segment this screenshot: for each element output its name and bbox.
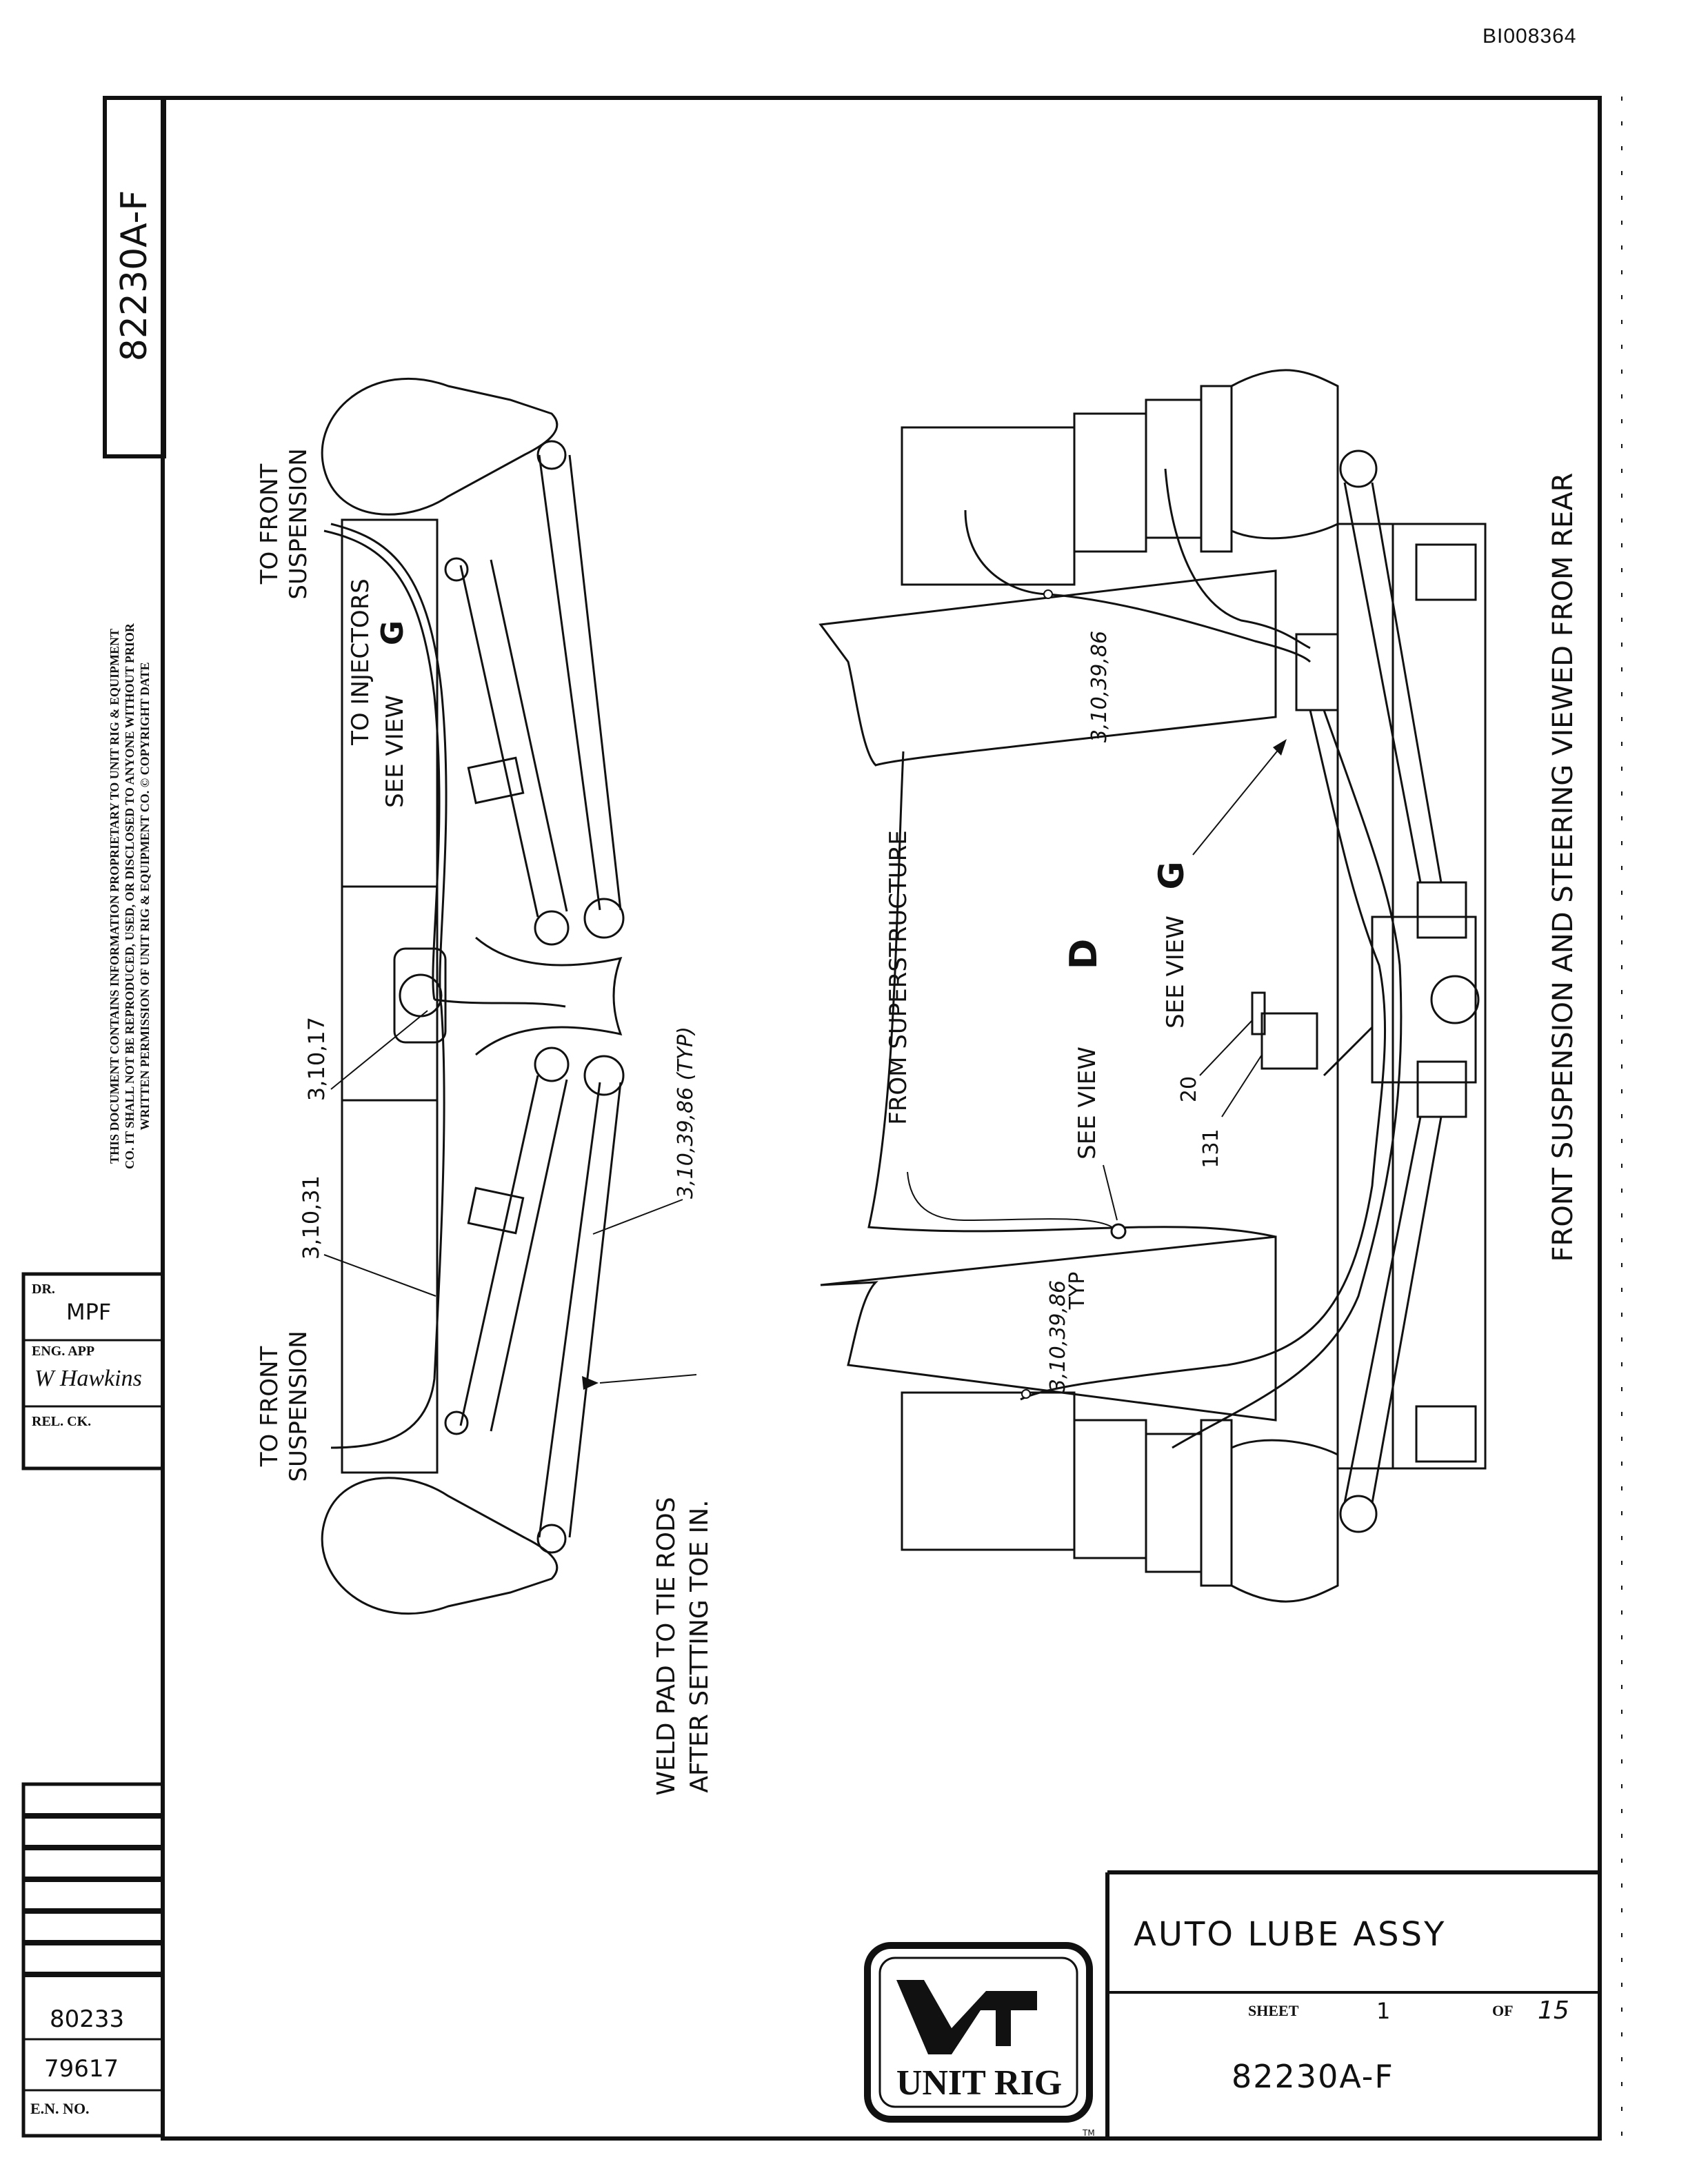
- notice-line-3: WRITTEN PERMISSION OF UNIT RIG & EQUIPME…: [138, 662, 152, 1130]
- top-view-drawing: [321, 377, 625, 1615]
- leader-see-view-d: [1103, 1164, 1118, 1221]
- revision-block: 80233 79617 E.N. NO.: [21, 1782, 165, 2138]
- callout-3-10-31: 3,10,31: [298, 1175, 324, 1260]
- drawing-number: 82230A-F: [1232, 2058, 1394, 2095]
- callout-3-10-17: 3,10,17: [303, 1017, 330, 1101]
- rear-view-labels: 3,10,39,86 FROM SUPERSTRUCTURE SEE VIEW …: [885, 473, 1579, 1399]
- leader-3-10-31: [323, 1254, 436, 1297]
- rear-view-drawing: [818, 369, 1487, 1603]
- rotated-number-box: 82230A-F: [103, 96, 166, 458]
- notice-line-1: THIS DOCUMENT CONTAINS INFORMATION PROPR…: [108, 629, 121, 1164]
- top-view-labels: TO FRONT SUSPENSION TO INJECTORS SEE VIE…: [256, 448, 714, 1795]
- callout-rear-bottom-1: 3,10,39,86: [1046, 1280, 1070, 1392]
- label-to-front-suspension-top-1: TO FRONT: [256, 464, 283, 585]
- revision-en-2: 79617: [44, 2055, 119, 2083]
- label-see-view-d: SEE VIEW: [1074, 1046, 1101, 1160]
- rotated-drawing-number: 82230A-F: [114, 190, 155, 362]
- revision-en-1: 80233: [50, 2005, 124, 2033]
- logo-text: UNIT RIG: [896, 2063, 1062, 2103]
- weld-note-line-1: WELD PAD TO TIE RODS: [652, 1497, 681, 1795]
- leader-from-superstructure: [907, 1171, 1118, 1232]
- label-to-front-suspension-bottom-2: SUSPENSION: [285, 1331, 312, 1482]
- arrowhead-view-g: [1273, 739, 1287, 756]
- weld-note-line-2: AFTER SETTING TOE IN.: [685, 1499, 714, 1792]
- proprietary-notice: THIS DOCUMENT CONTAINS INFORMATION PROPR…: [108, 623, 152, 1169]
- label-see-view-g-top: SEE VIEW: [381, 695, 409, 808]
- sheet-label: SHEET: [1248, 2002, 1299, 2019]
- sheet-border: [161, 96, 1602, 2141]
- leader-typ: [592, 1199, 683, 1235]
- notice-line-2: CO. IT SHALL NOT BE REPRODUCED, USED, OR…: [123, 623, 137, 1169]
- logo-mark: [896, 1980, 1037, 2054]
- callout-rear-top: 3,10,39,86: [1087, 631, 1112, 742]
- label-view-letter-g-top: G: [375, 620, 410, 645]
- label-see-view-g: SEE VIEW: [1162, 916, 1189, 1029]
- label-to-front-suspension-top-2: SUSPENSION: [285, 448, 312, 599]
- label-from-superstructure: FROM SUPERSTRUCTURE: [885, 830, 912, 1125]
- leader-20: [1199, 1020, 1253, 1076]
- fitting-marker-top: [1043, 589, 1053, 599]
- callout-131: 131: [1199, 1129, 1223, 1168]
- of-label: OF: [1492, 2002, 1514, 2019]
- label-view-letter-d: D: [1062, 939, 1105, 970]
- title-block: AUTO LUBE ASSY SHEET 1 OF 15 82230A-F: [1105, 1870, 1600, 2138]
- dr-label: DR.: [32, 1282, 55, 1297]
- arrowhead-weld-note: [582, 1376, 599, 1390]
- dr-value: MPF: [66, 1299, 111, 1325]
- label-to-front-suspension-bottom-1: TO FRONT: [256, 1346, 283, 1468]
- leader-weld-note: [599, 1374, 697, 1384]
- leader-131: [1221, 1054, 1263, 1118]
- leader-3-10-17: [330, 1010, 428, 1090]
- callout-20: 20: [1177, 1076, 1201, 1102]
- sheet-total: 15: [1538, 1996, 1569, 2025]
- approvals-block: DR. MPF ENG. APP W Hawkins REL. CK.: [21, 1272, 165, 1470]
- label-to-injectors: TO INJECTORS: [347, 578, 374, 746]
- fitting-marker-bottom: [1021, 1389, 1031, 1399]
- callout-typ: 3,10,39,86 (TYP): [674, 1027, 698, 1199]
- label-view-letter-g: G: [1152, 861, 1192, 889]
- sheet-number: 1: [1376, 1998, 1390, 2024]
- logo-tm: TM: [1082, 2128, 1095, 2138]
- eng-app-label: ENG. APP: [32, 1344, 94, 1359]
- view-caption: FRONT SUSPENSION AND STEERING VIEWED FRO…: [1547, 473, 1579, 1262]
- rel-ck-label: REL. CK.: [32, 1414, 91, 1429]
- marker-view-d: [1110, 1223, 1127, 1240]
- drawing-title: AUTO LUBE ASSY: [1134, 1915, 1446, 1954]
- double-arrow-detail: [1323, 1026, 1374, 1077]
- eng-app-signature: W Hawkins: [34, 1366, 142, 1391]
- unit-rig-logo: UNIT RIG TM: [864, 1942, 1095, 2138]
- callout-rear-bottom-2: TYP: [1065, 1272, 1089, 1311]
- leader-see-view-g: [1192, 744, 1283, 856]
- document-id: BI008364: [1483, 25, 1577, 48]
- en-no-label: E.N. NO.: [30, 2100, 90, 2117]
